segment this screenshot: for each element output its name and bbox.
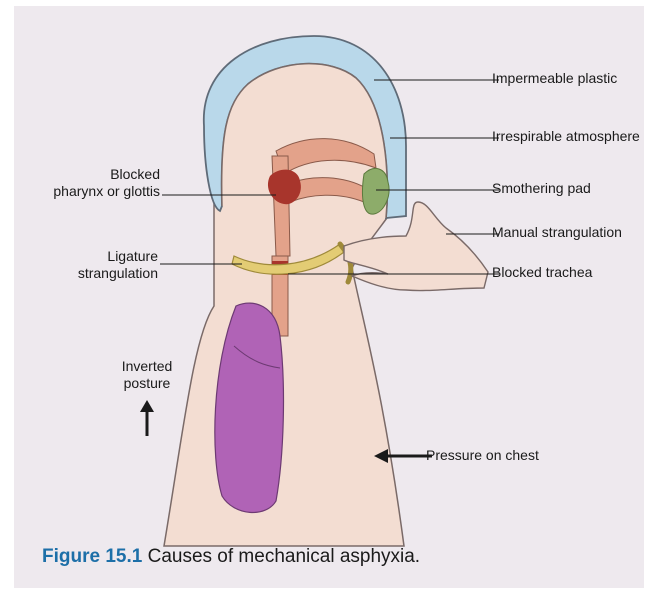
asphyxia-diagram: [14, 6, 644, 588]
label-ligature-strangulation: Ligature strangulation: [54, 248, 158, 282]
textbook-page: Impermeable plastic Irrespirable atmosph…: [14, 6, 644, 588]
label-smothering-pad: Smothering pad: [492, 180, 591, 197]
figure-caption: Figure 15.1 Causes of mechanical asphyxi…: [42, 546, 420, 568]
figure-number: Figure 15.1: [42, 546, 142, 567]
label-pressure-on-chest: Pressure on chest: [426, 447, 539, 464]
label-blocked-pharynx: Blocked pharynx or glottis: [42, 166, 160, 200]
label-inverted-posture: Inverted posture: [110, 358, 184, 392]
label-impermeable-plastic: Impermeable plastic: [492, 70, 617, 87]
label-manual-strangulation: Manual strangulation: [492, 224, 622, 241]
caption-text: Causes of mechanical asphyxia.: [142, 546, 420, 567]
label-blocked-trachea: Blocked trachea: [492, 264, 592, 281]
label-irrespirable-atmosphere: Irrespirable atmosphere: [492, 128, 640, 145]
